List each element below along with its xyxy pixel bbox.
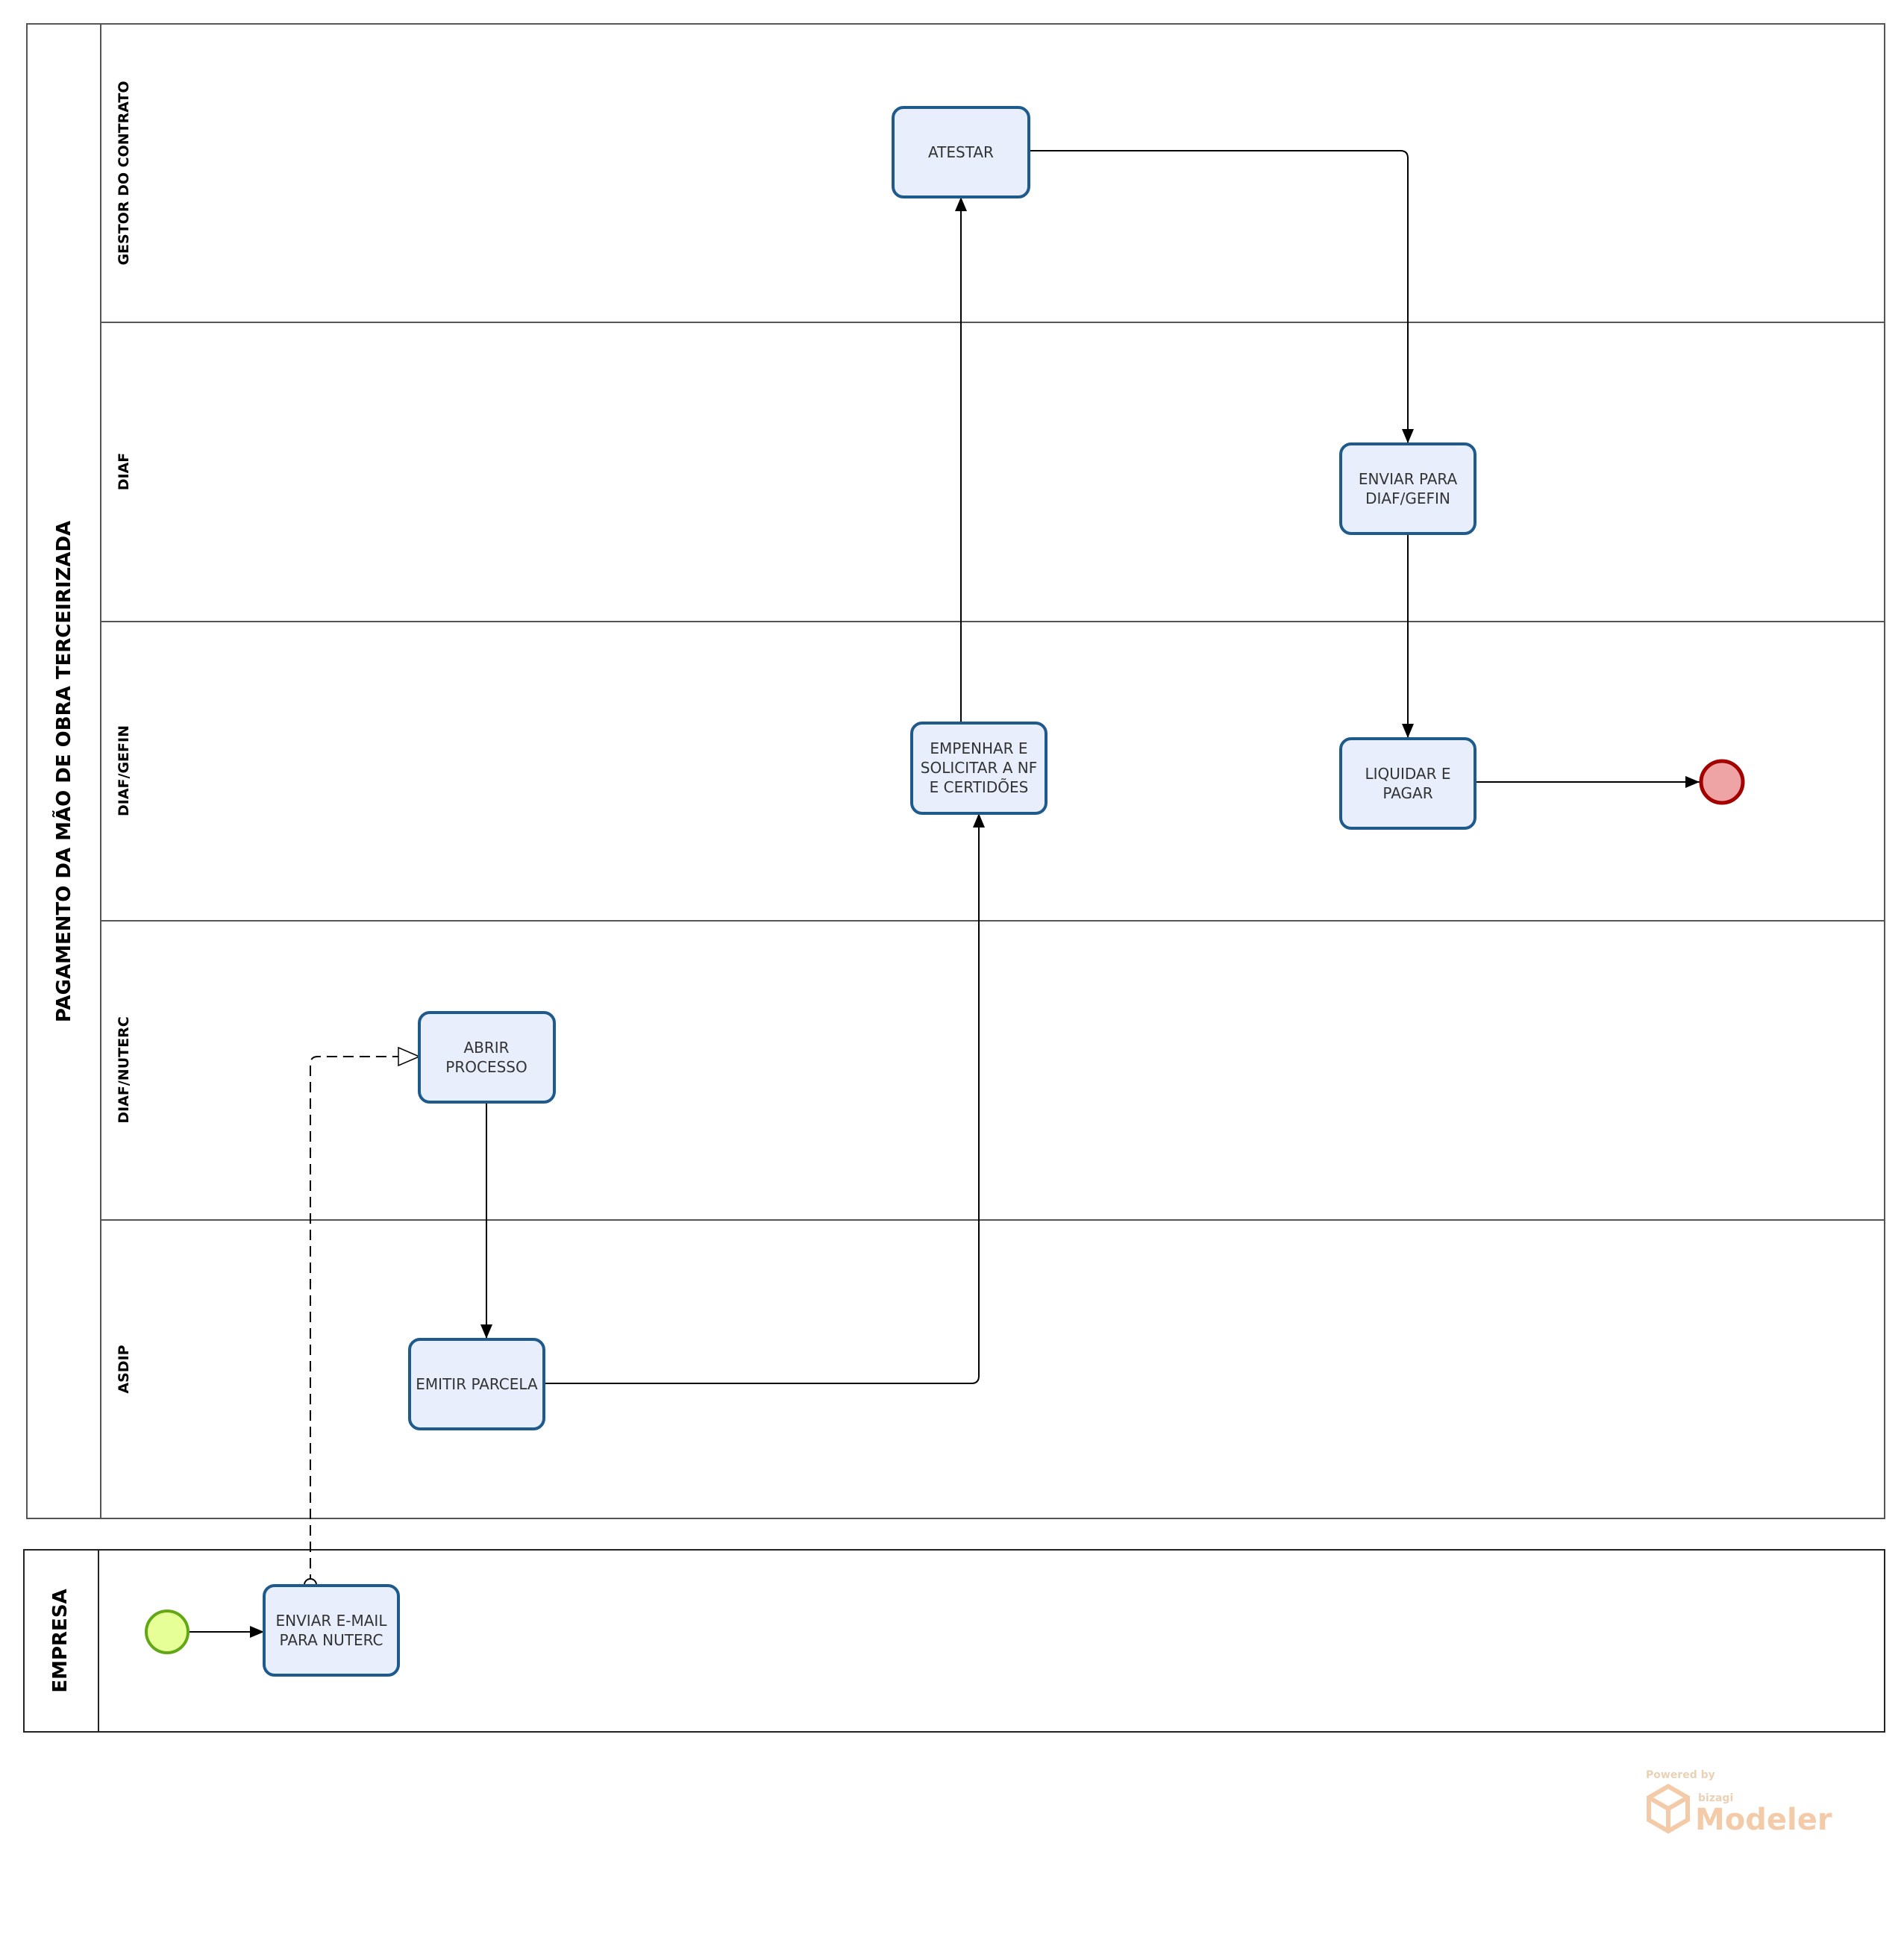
lane-title-asdip: ASDIP xyxy=(116,1345,132,1393)
lane-diaf-gefin: DIAF/GEFIN xyxy=(116,725,132,816)
task-label-line: ATESTAR xyxy=(928,143,994,161)
task-label-line: EMITIR PARCELA xyxy=(416,1375,538,1393)
lane-gestor: GESTOR DO CONTRATO xyxy=(116,81,132,265)
watermark-brand: bizagi xyxy=(1698,1792,1733,1804)
task-label-line: PARA NUTERC xyxy=(280,1631,383,1649)
task-atestar-label: ATESTAR xyxy=(928,143,994,161)
task-atestar-shape[interactable] xyxy=(892,106,1030,198)
task-label-line: SOLICITAR A NF xyxy=(921,759,1037,777)
task-emitir-parcela[interactable]: EMITIR PARCELA xyxy=(408,1338,545,1430)
bizagi-watermark: Powered by bizagi Modeler xyxy=(1646,1769,1832,1837)
lane-asdip: ASDIP xyxy=(116,1345,132,1393)
task-label-line: DIAF/GEFIN xyxy=(1365,489,1450,507)
task-label-line: EMPENHAR E xyxy=(930,739,1027,757)
lane-title-gestor: GESTOR DO CONTRATO xyxy=(116,81,132,265)
lane-title-diaf-gefin: DIAF/GEFIN xyxy=(116,725,132,816)
flow-emitir-to-empenhar[interactable] xyxy=(544,813,985,1384)
watermark-powered-by: Powered by xyxy=(1646,1769,1715,1781)
task-emitir-parcela-label: EMITIR PARCELA xyxy=(416,1375,538,1393)
pool-main-title: PAGAMENTO DA MÃO DE OBRA TERCEIRIZADA xyxy=(51,521,75,1022)
task-label-line: ABRIR xyxy=(463,1039,509,1057)
bizagi-logo-icon xyxy=(1647,1783,1690,1834)
end-event[interactable] xyxy=(1699,759,1745,805)
task-label-line: PAGAR xyxy=(1382,784,1432,802)
task-label-line: ENVIAR E-MAIL xyxy=(276,1612,388,1630)
task-emitir-parcela-shape[interactable] xyxy=(408,1338,545,1430)
task-label-line: PROCESSO xyxy=(445,1058,527,1076)
lane-diaf-nuterc: DIAF/NUTERC xyxy=(116,1016,132,1123)
lane-diaf: DIAF xyxy=(116,453,132,491)
lane-title-diaf: DIAF xyxy=(116,453,132,491)
start-event[interactable] xyxy=(145,1609,190,1654)
task-label-line: ENVIAR PARA xyxy=(1359,470,1458,488)
task-liquidar-shape[interactable] xyxy=(1339,737,1476,830)
task-label-line: E CERTIDÕES xyxy=(930,778,1029,796)
watermark-product: Modeler xyxy=(1695,1803,1832,1837)
flows xyxy=(190,150,1700,1638)
pool-empresa-title: EMPRESA xyxy=(49,1589,72,1692)
task-label-line: LIQUIDAR E xyxy=(1365,765,1451,783)
message-flow-path[interactable] xyxy=(310,1057,419,1585)
task-abrir-processo-shape[interactable] xyxy=(418,1011,556,1104)
lane-title-diaf-nuterc: DIAF/NUTERC xyxy=(116,1016,132,1123)
task-enviar-diaf-gefin-shape[interactable] xyxy=(1339,442,1476,535)
flow-atestar-to-enviar-gefin[interactable] xyxy=(1029,150,1414,443)
task-enviar-email-shape[interactable] xyxy=(263,1584,400,1677)
task-empenhar-shape[interactable] xyxy=(910,722,1047,815)
task-atestar[interactable]: ATESTAR xyxy=(892,106,1030,198)
